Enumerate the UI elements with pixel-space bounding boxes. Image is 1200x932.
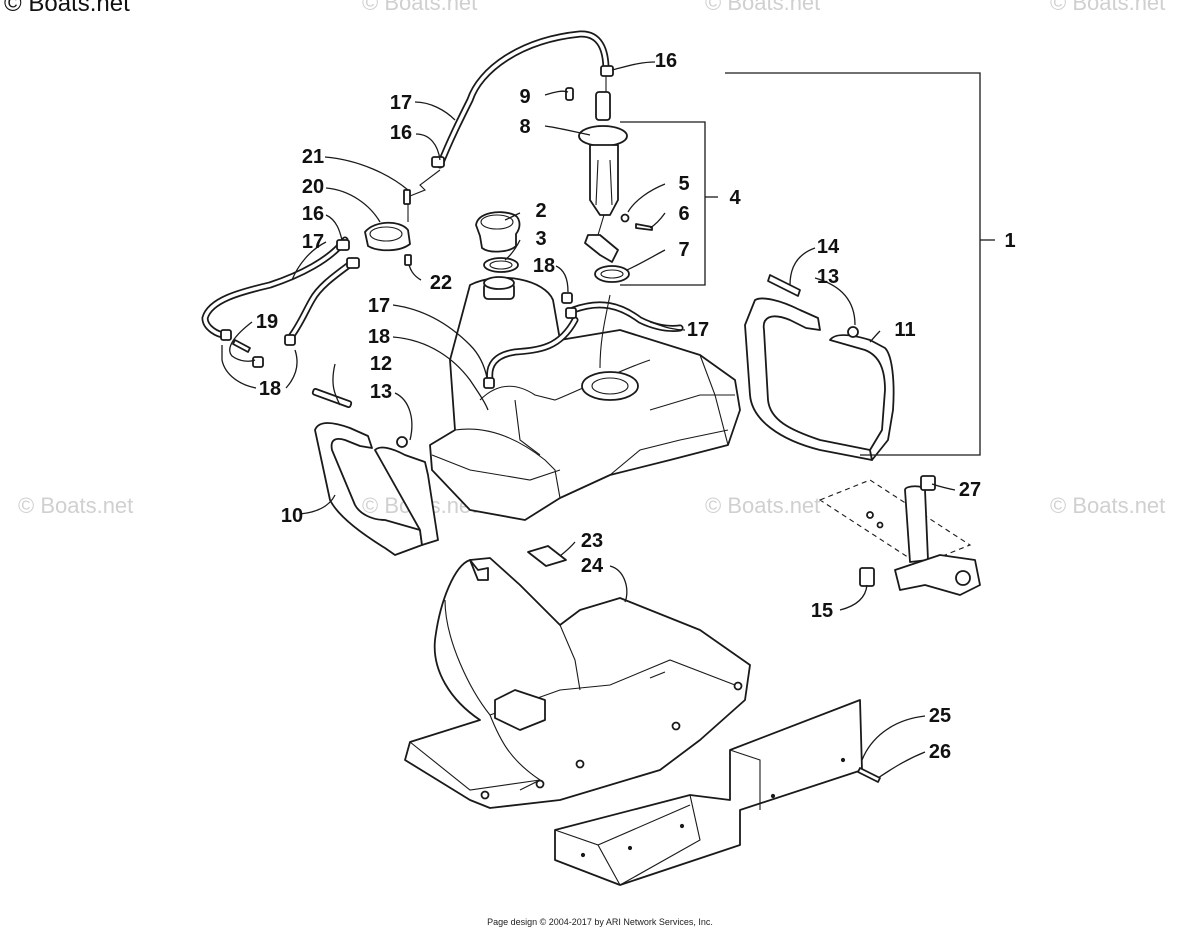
callout-20: 20 — [302, 176, 324, 198]
callout-22: 22 — [430, 272, 452, 294]
callout-16: 16 — [390, 122, 412, 144]
watermark: © Boats.net — [4, 0, 130, 17]
callout-4: 4 — [729, 187, 741, 209]
callout-11: 11 — [894, 319, 915, 341]
callout-18: 18 — [259, 378, 281, 400]
callout-19: 19 — [256, 311, 278, 333]
callout-5: 5 — [678, 173, 689, 195]
watermark: © Boats.net — [705, 493, 821, 518]
fuel-valve — [364, 169, 441, 266]
callout-12: 12 — [370, 353, 392, 375]
assembly-brackets — [620, 72, 995, 456]
tank-strap-right — [744, 274, 895, 461]
callout-18: 18 — [533, 255, 555, 277]
callout-2: 2 — [535, 200, 546, 222]
watermark: © Boats.net — [705, 0, 821, 15]
fuel-tank — [429, 276, 741, 521]
callout-16: 16 — [302, 203, 324, 225]
callout-27: 27 — [959, 479, 981, 501]
fuel-tank-tray — [404, 557, 751, 809]
callout-7: 7 — [678, 239, 689, 261]
tank-strap-left — [311, 388, 439, 556]
callout-26: 26 — [929, 741, 951, 763]
callout-15: 15 — [811, 600, 833, 622]
screw — [857, 767, 881, 783]
callout-21: 21 — [302, 146, 324, 168]
callout-17: 17 — [368, 295, 390, 317]
watermark: © Boats.net — [18, 493, 134, 518]
callout-9: 9 — [519, 86, 530, 108]
watermark: © Boats.net — [362, 0, 478, 15]
foam-pad — [527, 545, 567, 567]
callout-13: 13 — [370, 381, 392, 403]
callout-17: 17 — [687, 319, 709, 341]
fuel-pump-assembly — [565, 87, 653, 283]
watermark: © Boats.net — [1050, 0, 1166, 15]
cap-gasket-inner — [489, 260, 513, 270]
callout-24: 24 — [581, 555, 604, 577]
watermark: © Boats.net — [1050, 493, 1166, 518]
callout-14: 14 — [817, 236, 840, 258]
callout-6: 6 — [678, 203, 689, 225]
callout-13: 13 — [817, 266, 839, 288]
callout-10: 10 — [281, 505, 303, 527]
callout-labels: 1 2 3 4 5 6 7 8 9 10 11 12 13 13 14 15 1… — [256, 50, 1016, 763]
callout-8: 8 — [519, 116, 530, 138]
frame-mount — [818, 475, 981, 596]
callout-18: 18 — [368, 326, 390, 348]
callout-17: 17 — [302, 231, 324, 253]
page-footer: Page design © 2004-2017 by ARI Network S… — [487, 917, 713, 927]
callout-16: 16 — [655, 50, 677, 72]
fuel-cap — [475, 211, 521, 253]
callout-25: 25 — [929, 705, 951, 727]
callout-17: 17 — [390, 92, 412, 114]
callout-23: 23 — [581, 530, 603, 552]
cap-gasket — [483, 257, 519, 273]
callout-3: 3 — [535, 228, 546, 250]
callout-1: 1 — [1004, 230, 1015, 252]
leader-lines — [221, 61, 956, 779]
hose-clamps — [220, 65, 614, 389]
fuel-lines — [201, 30, 684, 384]
